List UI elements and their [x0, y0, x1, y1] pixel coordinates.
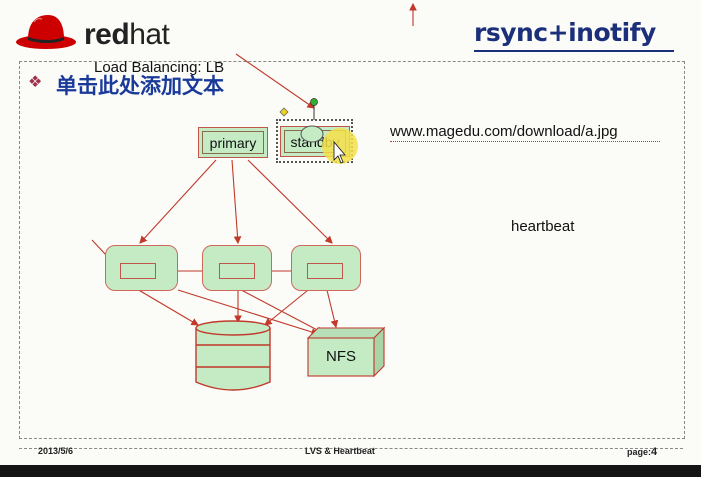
slide-canvas: redhat rsync+inotify ❖ 单击此处添加文本 Load Bal…: [16, 2, 685, 458]
footer-date: 2013/5/6: [38, 446, 74, 456]
spellcheck-underline: [390, 141, 660, 142]
redhat-logo-text: redhat: [84, 18, 170, 51]
bullet-placeholder-text[interactable]: 单击此处添加文本: [56, 74, 224, 98]
server-2-inner: [219, 263, 255, 279]
server-2[interactable]: [202, 245, 272, 291]
redhat-hat-icon: [16, 15, 76, 49]
url-text[interactable]: www.magedu.com/download/a.jpg: [390, 123, 618, 140]
selection-handles[interactable]: [270, 96, 365, 186]
server-1-inner: [120, 263, 156, 279]
footer-page: page:4: [627, 446, 658, 458]
server-3-inner: [307, 263, 343, 279]
bottom-bar: [0, 465, 701, 477]
diagram-arrows: [91, 2, 417, 336]
slide-title: rsync+inotify: [474, 18, 656, 47]
heartbeat-label[interactable]: heartbeat: [511, 218, 575, 235]
database-cylinder[interactable]: [192, 318, 274, 396]
load-balancing-label[interactable]: Load Balancing: LB: [94, 59, 225, 76]
footer-title: LVS & Heartbeat: [305, 446, 375, 456]
server-3[interactable]: [291, 245, 361, 291]
primary-label: primary: [209, 135, 257, 151]
bullet-icon: ❖: [28, 72, 43, 91]
primary-node[interactable]: primary: [198, 127, 268, 158]
nfs-label: NFS: [326, 348, 356, 365]
nfs-storage-cube[interactable]: [304, 326, 388, 380]
footer-divider: [19, 448, 683, 449]
content-frame: [19, 61, 685, 439]
title-underline: [474, 50, 674, 52]
server-1[interactable]: [105, 245, 178, 291]
